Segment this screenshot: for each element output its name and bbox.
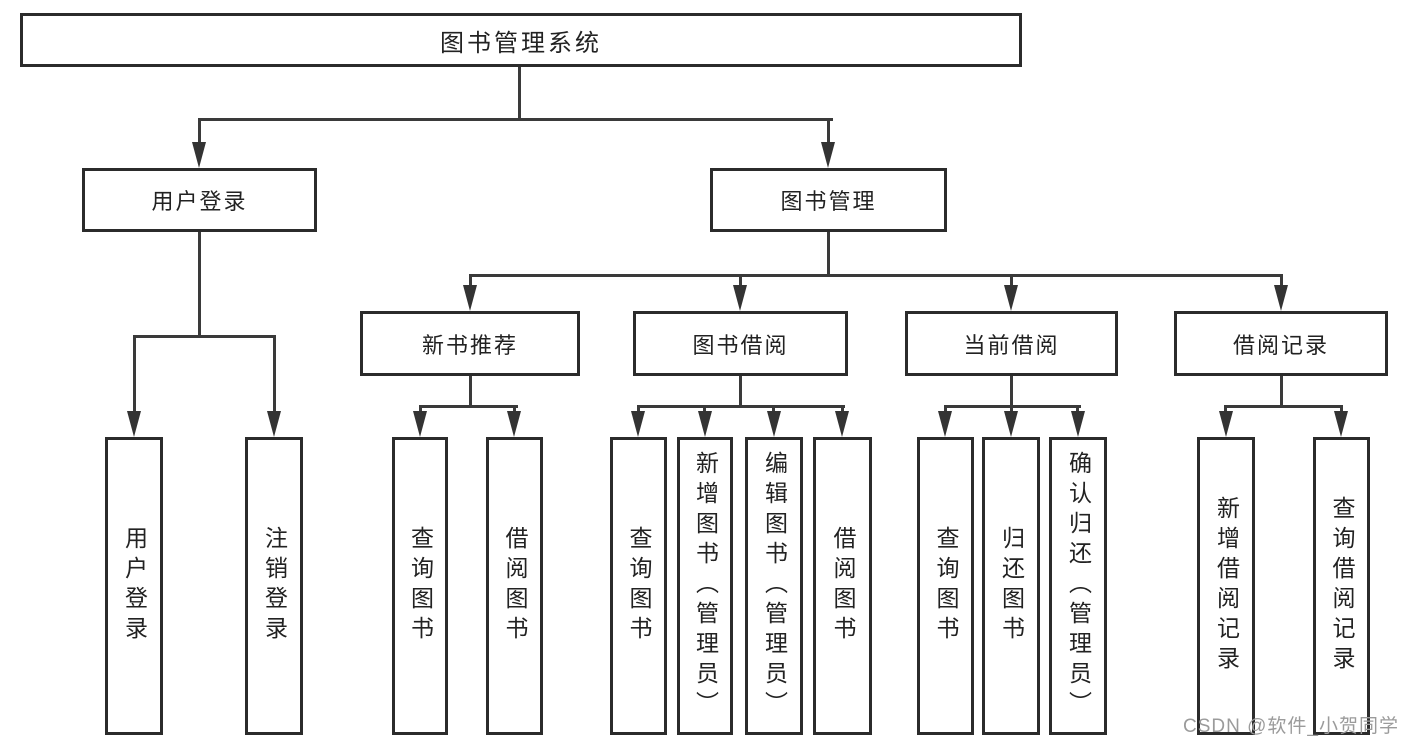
connector-line [518, 67, 521, 120]
connector-line [513, 405, 516, 415]
arrow-down [767, 411, 781, 437]
node-leaf-confirm-return-admin: 确认归还（管理员） [1049, 437, 1107, 735]
node-leaf-edit-books-admin: 编辑图书（管理员） [745, 437, 803, 735]
connector-line [739, 274, 742, 286]
node-label: 借阅图书 [502, 526, 528, 646]
node-label: 借阅图书 [830, 526, 856, 646]
arrow-down [1274, 285, 1288, 311]
connector-line [198, 118, 201, 146]
connector-line [1224, 405, 1343, 408]
connector-line [637, 405, 640, 415]
connector-line [1224, 405, 1227, 415]
connector-line [419, 405, 422, 415]
connector-line [273, 335, 276, 412]
arrow-down [127, 411, 141, 437]
arrow-down [267, 411, 281, 437]
node-leaf-add-borrow-record: 新增借阅记录 [1197, 437, 1255, 735]
node-label: 注销登录 [261, 526, 288, 646]
arrow-down [1004, 411, 1018, 437]
node-label: 当前借阅 [963, 332, 1060, 358]
node-label: 编辑图书（管理员） [761, 451, 788, 721]
node-leaf-query-books-1: 查询图书 [392, 437, 448, 735]
node-leaf-return-books: 归还图书 [982, 437, 1040, 735]
connector-line [198, 118, 833, 121]
node-leaf-borrow-books-1: 借阅图书 [486, 437, 543, 735]
node-leaf-logout: 注销登录 [245, 437, 303, 735]
node-current-borrow: 当前借阅 [905, 311, 1118, 376]
csdn-watermark: CSDN @软件_小贺同学 [1183, 716, 1399, 737]
node-borrow-records: 借阅记录 [1174, 311, 1388, 376]
node-user-login: 用户登录 [82, 168, 317, 232]
node-label: 新增借阅记录 [1213, 496, 1240, 676]
node-label: 确认归还（管理员） [1065, 451, 1092, 721]
node-label: 图书管理系统 [440, 29, 602, 57]
node-label: 图书借阅 [692, 332, 789, 358]
connector-line [419, 405, 518, 408]
connector-line [841, 405, 844, 415]
connector-line [703, 405, 706, 415]
connector-line [469, 274, 1283, 277]
node-label: 用户登录 [121, 526, 148, 646]
connector-line [198, 232, 201, 337]
node-label: 查询图书 [407, 526, 434, 646]
connector-line [772, 405, 775, 415]
node-root-system: 图书管理系统 [20, 13, 1022, 67]
arrow-down [463, 285, 477, 311]
connector-line [1076, 405, 1079, 415]
connector-line [1280, 376, 1283, 407]
arrow-down [698, 411, 712, 437]
arrow-down [192, 142, 206, 168]
connector-line [827, 232, 830, 276]
node-label: 图书管理 [780, 189, 877, 214]
node-label: 用户登录 [151, 189, 248, 214]
connector-line [827, 118, 830, 146]
connector-line [1010, 274, 1013, 286]
arrow-down [631, 411, 645, 437]
arrow-down [507, 411, 521, 437]
connector-line [469, 274, 472, 286]
connector-line [739, 376, 742, 407]
node-label: 归还图书 [998, 526, 1025, 646]
arrow-down [733, 285, 747, 311]
arrow-down [413, 411, 427, 437]
node-leaf-user-login: 用户登录 [105, 437, 163, 735]
connector-line [133, 335, 136, 412]
node-label: 查询图书 [626, 526, 652, 646]
node-label: 借阅记录 [1232, 332, 1329, 358]
node-book-management: 图书管理 [710, 168, 947, 232]
node-new-book-recommend: 新书推荐 [360, 311, 580, 376]
node-label: 查询图书 [933, 526, 959, 646]
arrow-down [1004, 285, 1018, 311]
connector-line [1010, 405, 1013, 415]
connector-line [1280, 274, 1283, 286]
node-leaf-query-books-2: 查询图书 [610, 437, 667, 735]
arrow-down [835, 411, 849, 437]
node-label: 新书推荐 [421, 332, 518, 358]
arrow-down [1219, 411, 1233, 437]
arrow-down [821, 142, 835, 168]
node-leaf-query-borrow-record: 查询借阅记录 [1313, 437, 1370, 735]
node-leaf-add-books-admin: 新增图书（管理员） [677, 437, 733, 735]
node-leaf-query-books-3: 查询图书 [917, 437, 974, 735]
connector-line [1340, 405, 1343, 415]
node-label: 新增图书（管理员） [692, 451, 719, 721]
connector-line [133, 335, 276, 338]
connector-line [1010, 376, 1013, 407]
arrow-down [938, 411, 952, 437]
node-book-borrow: 图书借阅 [633, 311, 848, 376]
connector-line [637, 405, 845, 408]
arrow-down [1071, 411, 1085, 437]
connector-line [469, 376, 472, 407]
arrow-down [1334, 411, 1348, 437]
node-label: 查询借阅记录 [1329, 496, 1355, 676]
node-leaf-borrow-books-2: 借阅图书 [813, 437, 872, 735]
connector-line [944, 405, 947, 415]
